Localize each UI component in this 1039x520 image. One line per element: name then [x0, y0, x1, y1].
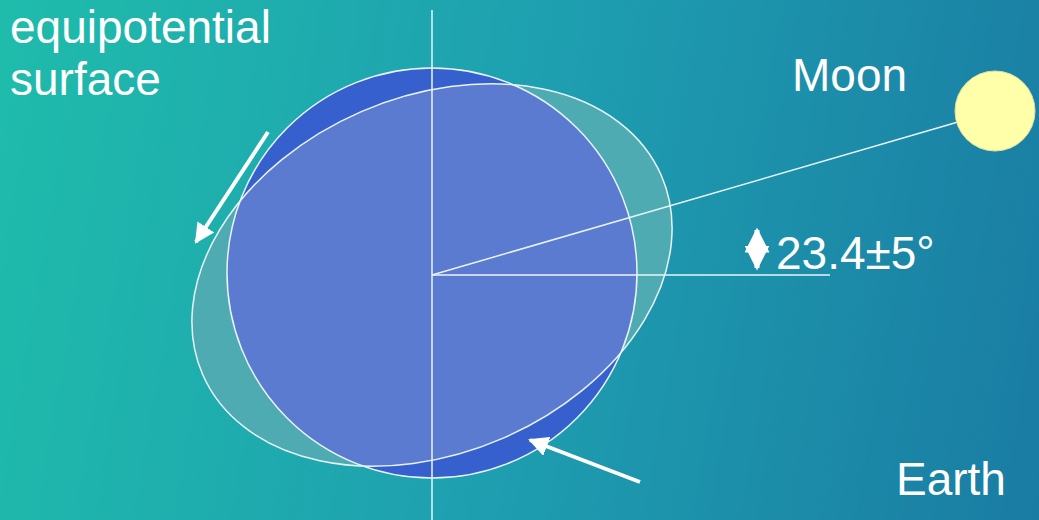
angle-label: 23.4±5°	[776, 228, 935, 280]
moon-label: Moon	[792, 50, 907, 102]
surface-label: equipotential surface	[10, 2, 340, 105]
leader-arrow	[530, 440, 640, 482]
leader-arrow	[196, 132, 268, 242]
earth-label: Earth	[896, 454, 1006, 506]
equator-line	[432, 274, 830, 276]
rotation-axis	[431, 10, 433, 520]
angle-arrow	[755, 230, 760, 268]
moon-disc	[955, 71, 1035, 151]
